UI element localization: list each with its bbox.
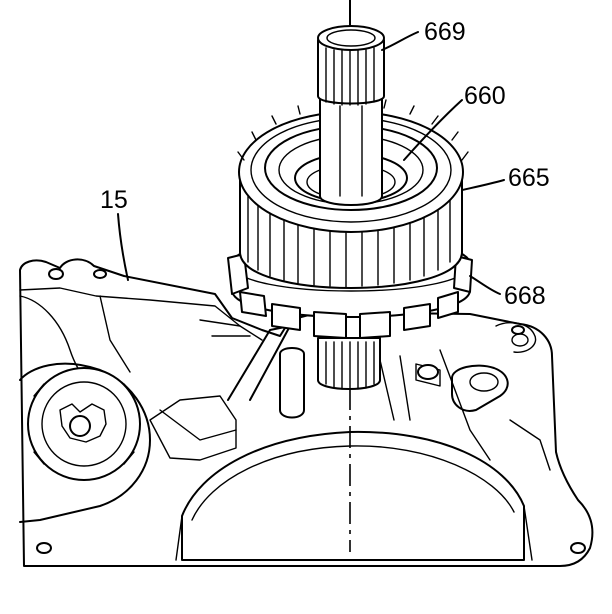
ring-lug	[313, 311, 347, 339]
case-right-boss	[451, 364, 509, 412]
case-left-boss	[19, 362, 151, 523]
leader-665	[461, 179, 505, 191]
callout-15: 15	[100, 186, 128, 214]
leader-669	[381, 31, 419, 51]
ring-lug	[403, 303, 431, 331]
case-right-boss-bore	[469, 372, 499, 392]
ring-lug	[453, 255, 473, 293]
case-bolt-hole	[93, 269, 107, 279]
case-small-boss	[417, 364, 439, 380]
callout-668: 668	[504, 282, 546, 310]
callout-665: 665	[508, 164, 550, 192]
leader-660	[403, 99, 463, 161]
leader-15	[117, 213, 129, 281]
case-bolt-hole	[511, 325, 525, 335]
case-pump-boss	[27, 367, 141, 481]
ring-lug	[437, 291, 459, 319]
transmission-case	[19, 258, 594, 567]
ring-lug	[271, 303, 301, 331]
case-web	[149, 395, 237, 461]
case-bolt-hole	[570, 542, 586, 554]
ring-lug	[227, 253, 249, 295]
ring-lug	[239, 291, 267, 317]
case-bolt-hole	[36, 542, 52, 554]
ring-lug	[359, 311, 391, 339]
callout-669: 669	[424, 18, 466, 46]
callout-660: 660	[464, 82, 506, 110]
input-shaft	[317, 25, 385, 206]
case-post	[279, 347, 305, 419]
lower-splined-hub	[317, 337, 381, 390]
leader-668	[469, 275, 501, 295]
case-main-bore	[181, 430, 525, 561]
case-bolt-hole	[48, 268, 64, 280]
